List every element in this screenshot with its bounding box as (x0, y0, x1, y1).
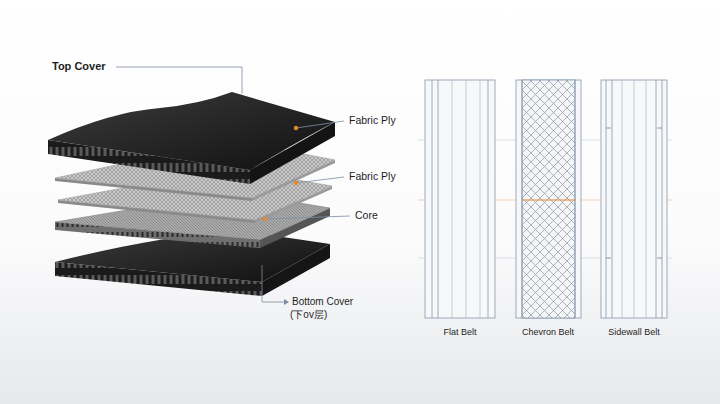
part-label: Fabric Ply (349, 170, 396, 182)
top-cover-layer (48, 92, 335, 184)
part-label: Top Cover (52, 60, 106, 73)
belt-type-label: Chevron Belt (522, 327, 574, 337)
belt-type-label: Flat Belt (443, 327, 476, 337)
callout-dot (263, 126, 298, 221)
sidewall-belt-drawing (601, 80, 667, 318)
part-label: Bottom Cover (292, 296, 353, 308)
flat-belt-drawing (425, 80, 495, 318)
part-label: Fabric Ply (349, 114, 396, 126)
part-label: Core (355, 209, 378, 221)
leader-line (116, 67, 350, 302)
leader-arrow (284, 299, 289, 305)
part-label: (下ov层) (290, 309, 327, 321)
belt-type-label: Sidewall Belt (608, 327, 660, 337)
marker-line (522, 200, 575, 201)
chevron-belt-drawing (516, 80, 581, 318)
